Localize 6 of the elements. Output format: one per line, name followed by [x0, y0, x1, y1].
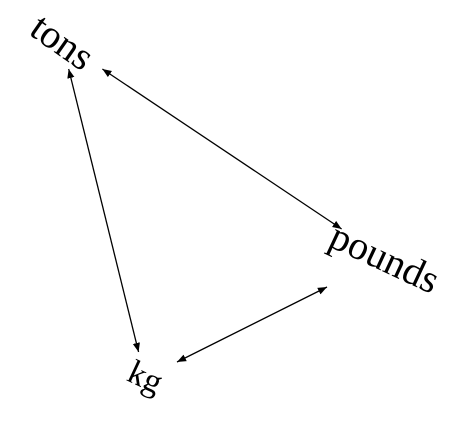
double-arrow: [176, 286, 328, 363]
double-arrow: [102, 68, 342, 230]
unit-label: pounds: [324, 215, 446, 301]
double-arrow: [67, 68, 140, 352]
unit-label: tons: [23, 6, 101, 78]
unit-label: kg: [122, 355, 168, 401]
